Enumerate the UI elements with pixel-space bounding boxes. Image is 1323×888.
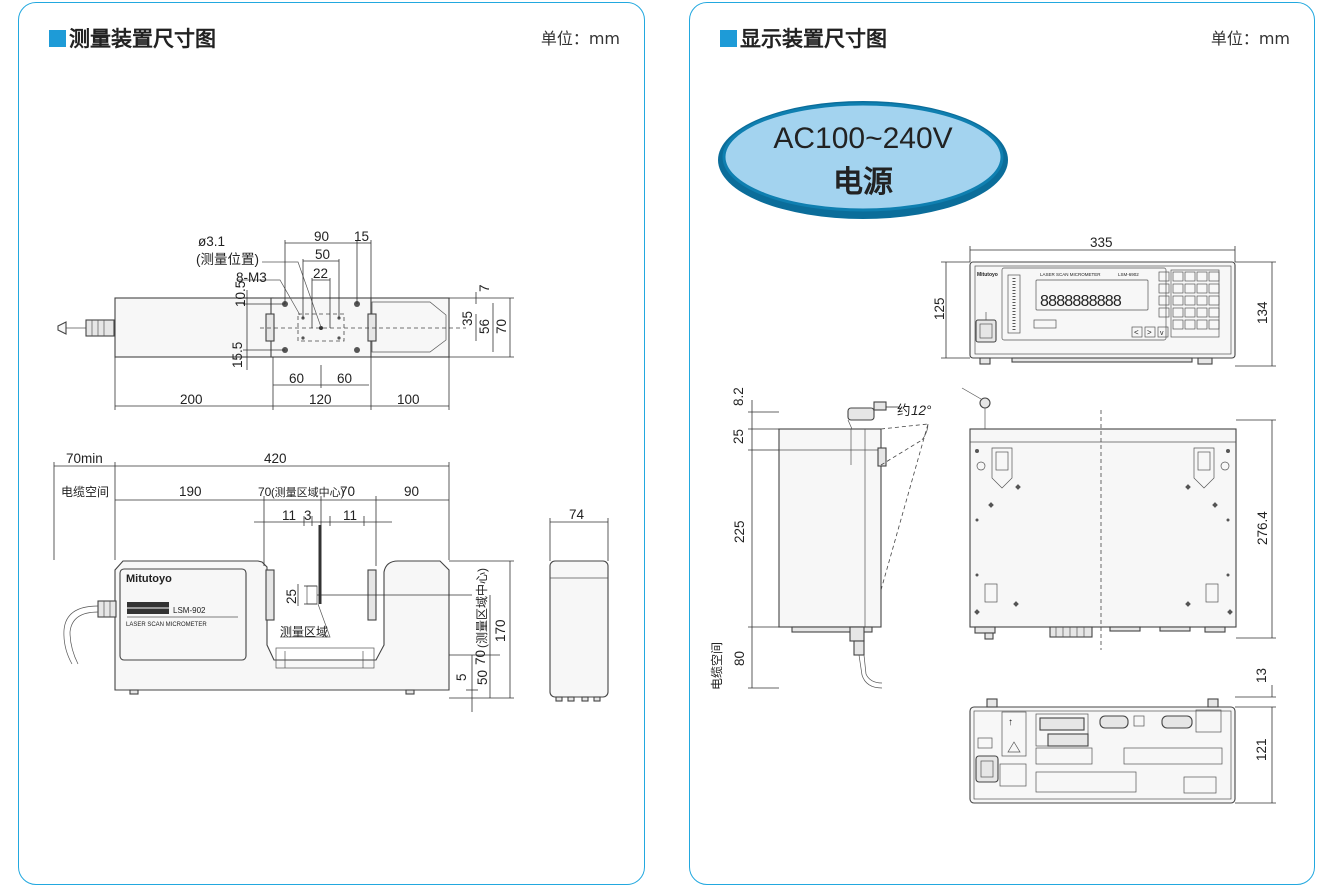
dim-8-2: 8.2 — [731, 387, 746, 406]
lcd-digits: 8888888888 — [1040, 293, 1122, 310]
dim-15-5: 15.5 — [230, 342, 245, 368]
dim-70: 70 — [494, 319, 509, 334]
title-marker-icon — [720, 29, 737, 47]
display-product: LASER SCAN MICROMETER — [1040, 272, 1101, 277]
dim-50: 50 — [315, 247, 330, 262]
display-unit-rear-view: ↑ 13 121 — [969, 668, 1276, 804]
panel-title-display-unit: 显示装置尺寸图 — [720, 23, 887, 53]
dim-11-left: 11 — [282, 508, 296, 523]
model-label: LSM-902 — [173, 606, 206, 615]
dim-80: 80 — [732, 651, 747, 666]
dim-200: 200 — [180, 392, 203, 407]
dim-190: 190 — [179, 484, 202, 499]
measuring-unit-side-view: 74 — [549, 507, 609, 702]
svg-text:>: > — [1147, 328, 1152, 337]
screw-label: 8-M3 — [236, 270, 267, 285]
dim-125: 125 — [932, 297, 947, 320]
dim-10-5: 10.5 — [233, 281, 248, 307]
callout-power: 电源 — [833, 166, 893, 199]
dim-11-right: 11 — [343, 508, 357, 523]
dim-60-left: 60 — [289, 371, 304, 386]
measuring-unit-front-view: Mitutoyo LSM-902 LASER SCAN MICROMETER — [53, 451, 514, 712]
keypad — [1158, 269, 1220, 338]
lcd-window — [1035, 279, 1149, 311]
key-icon — [847, 407, 875, 421]
dim-74: 74 — [569, 507, 585, 522]
svg-text:<: < — [1134, 328, 1139, 337]
measuring-unit-panel: 测量装置尺寸图 单位：mm — [18, 2, 645, 885]
display-brand: Mitutoyo — [977, 272, 998, 278]
dim-70-vertical: 70 — [473, 650, 488, 665]
key-knob-icon — [979, 397, 991, 409]
dim-90-front: 90 — [404, 484, 419, 499]
angle-prefix: 约 — [897, 403, 911, 418]
measuring-unit-top-view: ø3.1 (测量位置) 8-M3 90 15 50 22 7 10.5 15.5… — [57, 229, 514, 410]
display-unit-top-view: 276.4 — [961, 387, 1276, 650]
display-model: LSM-6902 — [1118, 272, 1139, 277]
dim-60-right: 60 — [337, 371, 352, 386]
dim-50: 50 — [475, 670, 490, 685]
dim-276-4: 276.4 — [1255, 511, 1270, 545]
dim-70-right: 70 — [340, 484, 355, 499]
dim-56: 56 — [477, 319, 492, 334]
display-unit-side-view: 8.2 25 225 80 电缆空间 约 12° — [710, 387, 932, 690]
hole-sub-label: (测量位置) — [196, 252, 259, 267]
callout-voltage: AC100~240V — [773, 122, 952, 155]
dim-225: 225 — [732, 520, 747, 543]
nameplate — [119, 568, 247, 661]
dim-25-side: 25 — [731, 429, 746, 444]
hole-label: ø3.1 — [198, 234, 225, 249]
callout-bubble — [722, 102, 1004, 212]
dim-70-center-note: (测量区域中心) — [271, 486, 344, 499]
dim-7: 7 — [477, 284, 492, 292]
power-inlet — [975, 755, 999, 783]
svg-text:v: v — [1160, 330, 1164, 337]
dim-90: 90 — [314, 229, 329, 244]
window-left — [265, 313, 275, 342]
power-callout: AC100~240V 电源 — [718, 101, 1008, 219]
right-housing — [370, 297, 450, 358]
top-body — [969, 428, 1237, 628]
dim-70-center: 70 — [258, 485, 272, 499]
window-right — [367, 313, 377, 342]
dim-170: 170 — [493, 619, 508, 642]
dim-100: 100 — [397, 392, 420, 407]
front-connector — [97, 600, 117, 618]
measure-area-label: 测量区域 — [280, 625, 328, 639]
dim-5: 5 — [454, 673, 469, 681]
dim-70min: 70min — [66, 451, 103, 466]
power-switch — [975, 319, 997, 343]
display-unit-front-view: Mitutoyo LASER SCAN MICROMETER LSM-6902 … — [932, 235, 1276, 367]
brand-label: Mitutoyo — [126, 573, 172, 585]
dim-22: 22 — [313, 266, 328, 281]
dim-3: 3 — [304, 508, 312, 523]
dim-35: 35 — [460, 311, 475, 326]
cable-tip — [57, 321, 67, 335]
dim-70-vertical-note: (测量区域中心) — [474, 568, 489, 648]
dim-420: 420 — [264, 451, 287, 466]
cable-space-label-right: 电缆空间 — [710, 642, 724, 690]
unit-label: 单位：mm — [1210, 29, 1290, 48]
left-housing — [114, 297, 274, 358]
angle-value: 12° — [911, 403, 932, 418]
dim-134: 134 — [1255, 301, 1270, 324]
dim-335: 335 — [1090, 235, 1113, 250]
panel-title-measuring-unit: 测量装置尺寸图 — [49, 23, 216, 53]
cable-space-label: 电缆空间 — [61, 485, 109, 499]
unit-label: 单位：mm — [540, 29, 620, 48]
dim-13: 13 — [1254, 668, 1269, 683]
dim-25-front: 25 — [284, 589, 299, 604]
product-label: LASER SCAN MICROMETER — [126, 622, 207, 628]
svg-text:↑: ↑ — [1008, 717, 1013, 728]
dim-15: 15 — [354, 229, 369, 244]
dim-120: 120 — [309, 392, 332, 407]
title-marker-icon — [49, 29, 66, 47]
side-body — [778, 428, 882, 628]
connector — [85, 319, 115, 337]
dim-121: 121 — [1254, 738, 1269, 761]
side-body — [549, 560, 609, 698]
